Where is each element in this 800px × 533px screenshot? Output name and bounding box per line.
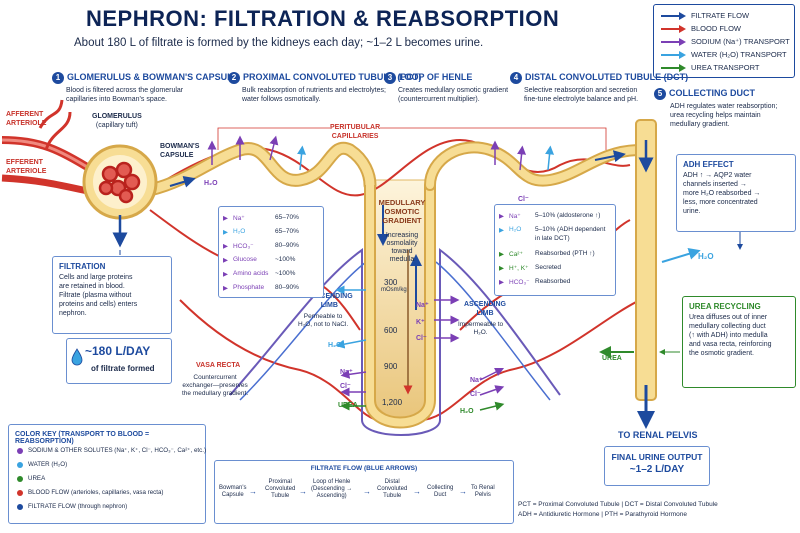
vasa-recta-label: VASA RECTA [196, 362, 241, 369]
legend-item-blood: BLOOD FLOW [660, 24, 741, 33]
arrow-icon: → [249, 487, 257, 496]
flow-step-loop: Loop of Henle(Descending →Ascending) [311, 479, 353, 499]
osm-1200: 1,200 [382, 398, 403, 407]
abbreviations: PCT = Proximal Convoluted Tubule | DCT =… [518, 501, 718, 518]
osm-300: 300 [384, 278, 398, 287]
glomerulus-label: GLOMERULUS(capillary tuft) [92, 113, 142, 129]
legend-item-water: WATER (H₂O) TRANSPORT [660, 50, 787, 59]
arrow-icon: → [459, 487, 467, 496]
osm-unit: mOsm/kg [381, 287, 407, 293]
legend-item-urea: UREA TRANSPORT [660, 63, 760, 72]
osm-900: 900 [384, 362, 398, 371]
legend: FILTRATE FLOW BLOOD FLOW SODIUM (Na⁺) TR… [653, 4, 795, 78]
filtrate-amount-box: ~180 L/DAY of filtrate formed [66, 338, 172, 384]
asc-na-label: Na⁺ [416, 302, 429, 309]
arrow-icon: → [299, 487, 307, 496]
list-item: SODIUM & OTHER SOLUTES (Na⁺, K⁺, Cl⁻, HC… [17, 447, 206, 454]
asc-cl-label: Cl⁻ [416, 335, 427, 342]
final-urine-output-box: FINAL URINE OUTPUT ~1–2 L/DAY [604, 446, 710, 486]
page-title: NEPHRON: FILTRATION & REABSORPTION [86, 6, 560, 31]
dct-cl-label: Cl⁻ [518, 196, 529, 203]
glomerulus [98, 161, 141, 204]
list-item: FILTRATE FLOW (through nephron) [17, 503, 127, 510]
arrow-icon [661, 24, 686, 33]
color-key-box: COLOR KEY (TRANSPORT TO BLOOD = REABSORP… [8, 424, 206, 524]
asc-k-label: K⁺ [416, 319, 425, 326]
medullary-label: MEDULLARY OSMOTIC GRADIENT [378, 198, 426, 225]
lower-na-label: Na⁺ [470, 377, 483, 384]
legend-item-sodium: SODIUM (Na⁺) TRANSPORT [660, 37, 790, 46]
desc-h2o-label: H₂O [328, 342, 342, 349]
osm-600: 600 [384, 326, 398, 335]
list-item: UREA [17, 475, 45, 482]
pct-h-label: H₂O [204, 180, 218, 187]
urea-recycling-box: UREA RECYCLING Urea diffuses out of inne… [682, 296, 796, 388]
droplet-icon [71, 348, 83, 366]
desc-cl-label: Cl⁻ [340, 383, 351, 390]
desc-na-label: Na⁺ [340, 369, 353, 376]
lower-h2o-label: H₂O [460, 408, 474, 415]
vasa-recta [229, 247, 561, 436]
cd-h2o-label: H₂O [698, 252, 714, 261]
arrow-icon [661, 11, 686, 20]
arrow-icon [661, 37, 686, 46]
arrow-icon: → [413, 487, 421, 496]
page-subtitle: About 180 L of filtrate is formed by the… [74, 37, 484, 49]
to-renal-pelvis-label: TO RENAL PELVIS [618, 430, 698, 440]
arrow-icon [661, 50, 686, 59]
list-item: WATER (H₂O) [17, 461, 67, 468]
arrow-icon: → [363, 487, 371, 496]
lower-cl-label: Cl⁻ [470, 391, 481, 398]
list-item: BLOOD FLOW (arterioles, capillaries, vas… [17, 489, 163, 496]
desc-urea-label: UREA [338, 402, 358, 409]
legend-item-filtrate: FILTRATE FLOW [660, 11, 749, 20]
arrow-icon [661, 63, 686, 72]
efferent-arteriole [1, 174, 93, 196]
cd-urea-label: UREA [602, 355, 622, 362]
